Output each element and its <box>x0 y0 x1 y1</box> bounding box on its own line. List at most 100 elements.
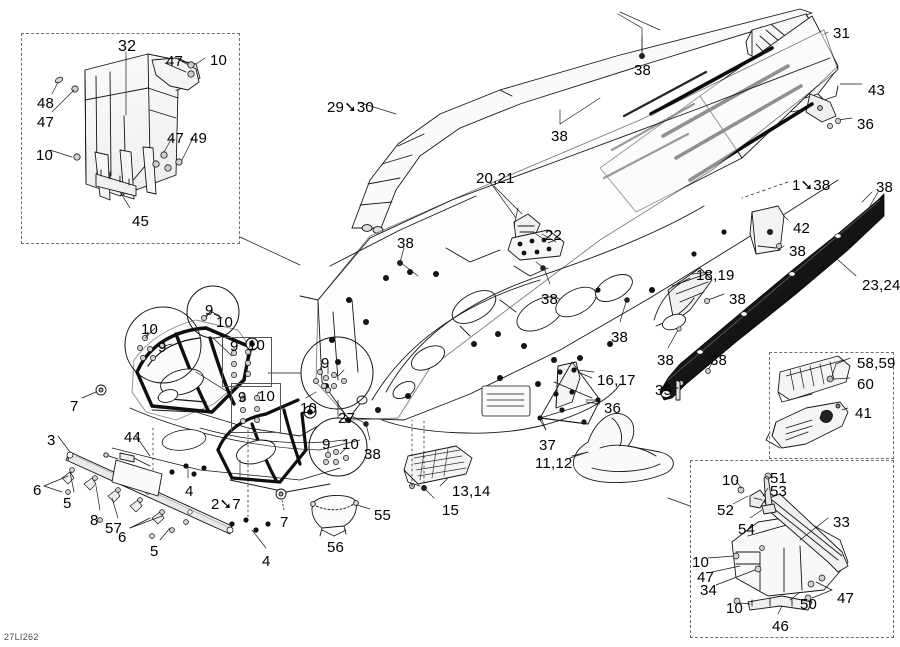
callout-label: 36 <box>604 400 622 417</box>
inset-front-frame-module <box>690 460 894 638</box>
part-tunnel-side-chassis <box>299 29 839 434</box>
callout-label: 41 <box>855 405 873 422</box>
callout-label: 20,21 <box>476 170 515 187</box>
callout-label: 52 <box>717 502 735 519</box>
callout-label: 33 <box>833 514 851 531</box>
callout-label: 38 <box>551 128 569 145</box>
callout-label: 45 <box>132 213 150 230</box>
callout-label: 38 <box>397 235 415 252</box>
callout-label: 6 <box>118 529 127 546</box>
callout-label: 10 <box>726 600 744 617</box>
callout-label: 9 <box>158 339 167 356</box>
part-32-front-storage-assembly <box>84 53 201 201</box>
callout-label: 44 <box>124 429 142 446</box>
callout-label: 36 <box>857 116 875 133</box>
callout-label: 47 <box>697 569 715 586</box>
callout-label: 57 <box>105 520 123 537</box>
callout-label: 7 <box>280 514 289 531</box>
callout-label: 2➘7 <box>211 496 241 513</box>
callout-label: 23,24 <box>862 277 900 294</box>
callout-label: 55 <box>374 507 392 524</box>
callout-label: 29➘30 <box>327 99 374 116</box>
inset-running-board-module <box>769 352 894 459</box>
callout-label: 46 <box>772 618 790 635</box>
callout-label: 11,12 <box>535 455 573 472</box>
callout-label: 10 <box>248 337 266 354</box>
callout-label: 37 <box>539 437 557 454</box>
callout-label: 32 <box>118 38 137 55</box>
callout-label: 38 <box>541 291 559 308</box>
callout-label: 9 <box>230 338 239 355</box>
callout-label: 53 <box>770 483 788 500</box>
callout-label: 22 <box>545 227 563 244</box>
part-22-mount-plate <box>507 229 565 261</box>
callout-label: 9 <box>238 389 247 406</box>
callout-label: 13,14 <box>452 483 491 500</box>
callout-label: 10 <box>258 388 276 405</box>
callout-label: 10 <box>692 554 710 571</box>
fasteners-4 <box>169 463 271 533</box>
part-23-24-side-rail <box>659 193 885 401</box>
callout-label: 48 <box>37 95 55 112</box>
callout-label: 10 <box>141 321 159 338</box>
callout-label: 56 <box>327 539 345 556</box>
callout-label: 49 <box>190 130 208 147</box>
inset-fastener-detail-a <box>222 337 272 387</box>
part-16-17-rear-arm-bracket <box>537 361 601 425</box>
part-58-59-running-board <box>777 355 851 403</box>
callout-label: 54 <box>738 521 756 538</box>
part-55-56-tool-bag <box>310 495 359 537</box>
callout-label: 10 <box>722 472 740 489</box>
callout-label: 5 <box>150 543 159 560</box>
callout-label: 60 <box>857 376 875 393</box>
callout-label: 10 <box>216 314 234 331</box>
callout-label: 7 <box>70 398 79 415</box>
part-13-14-footrest-grid <box>403 445 473 487</box>
callout-label: 31 <box>833 25 851 42</box>
callout-label: 10 <box>342 436 360 453</box>
fasteners-lower-rail <box>61 467 189 539</box>
callout-label: 10 <box>300 400 318 417</box>
callout-label: 4 <box>185 483 194 500</box>
callout-label: 18,19 <box>696 267 735 284</box>
callout-label: 8 <box>90 512 99 529</box>
callout-label: 43 <box>868 82 886 99</box>
part-18-19-suspension-arm <box>653 267 713 331</box>
callout-label: 5 <box>63 495 72 512</box>
callout-label: 38 <box>657 352 675 369</box>
part-41-cover <box>765 401 849 449</box>
part-44-bracket <box>103 452 163 497</box>
part-33-front-frame-module <box>731 472 849 611</box>
callout-label: 42 <box>793 220 811 237</box>
callout-label: 9 <box>205 302 214 319</box>
callout-label: 9 <box>321 355 330 372</box>
callout-label: 51 <box>770 470 788 487</box>
callout-label: 47 <box>837 590 855 607</box>
callout-label: 47 <box>167 130 185 147</box>
callout-label: 10 <box>210 52 228 69</box>
callout-label: 38 <box>729 291 747 308</box>
part-right-front-frame <box>216 398 331 493</box>
part-11-12-ski <box>573 413 674 483</box>
callout-label: 15 <box>442 502 460 519</box>
callout-label: 6 <box>33 482 42 499</box>
callout-label: 27 <box>338 410 356 427</box>
callout-label: 47 <box>37 114 55 131</box>
callout-label: 47 <box>166 53 184 70</box>
part-42-support-bracket <box>749 205 785 255</box>
inset-fastener-detail-b <box>231 383 281 433</box>
callout-label: 16,17 <box>597 372 636 389</box>
callout-label: 1➘38 <box>792 177 831 194</box>
callout-label: 38 <box>611 329 629 346</box>
callout-label: 9 <box>322 436 331 453</box>
callout-label: 4 <box>262 553 271 570</box>
callout-label: 3 <box>47 432 56 449</box>
callout-label: 58,59 <box>857 355 896 372</box>
callout-label: 10 <box>36 147 54 164</box>
callout-label: 38 <box>710 352 728 369</box>
callout-label: 38 <box>364 446 382 463</box>
callout-label: 35 <box>655 382 673 399</box>
callout-label: 34 <box>700 582 718 599</box>
